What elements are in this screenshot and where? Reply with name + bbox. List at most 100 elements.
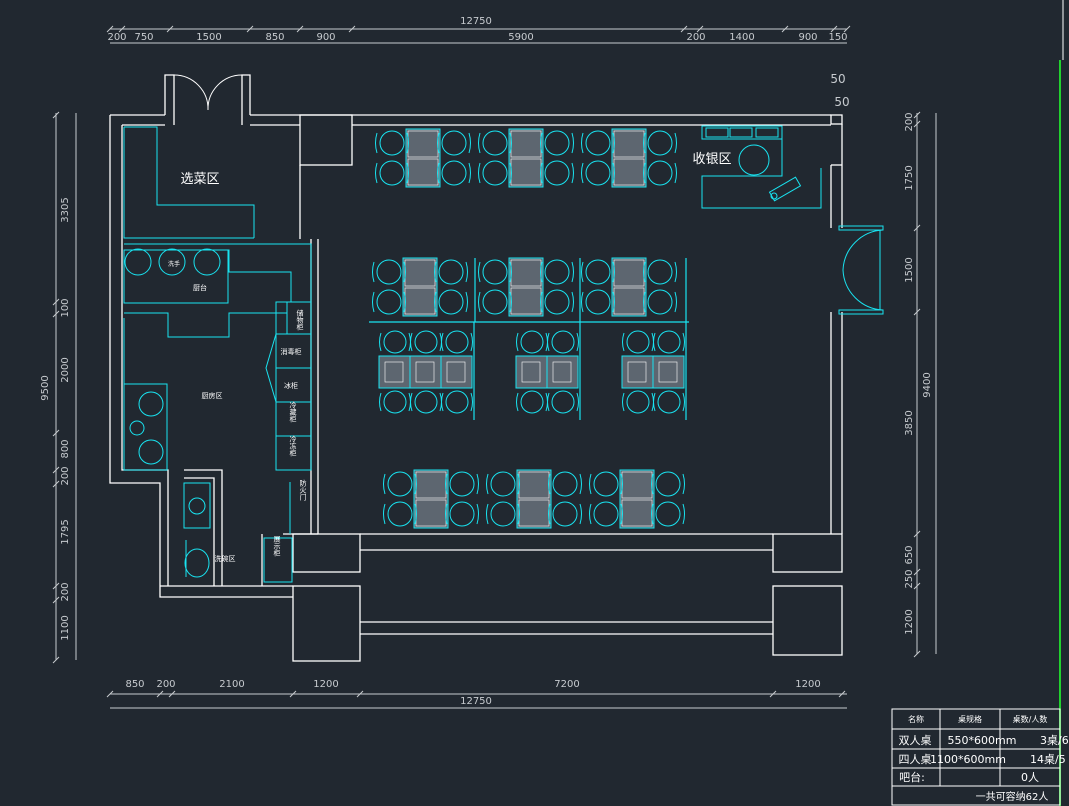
chair-back — [540, 132, 543, 154]
chair-back — [478, 132, 481, 154]
chair-back — [403, 261, 406, 283]
dimension-tick — [106, 690, 114, 698]
chair-back — [414, 473, 417, 495]
chair-back — [643, 261, 646, 283]
chair-back — [548, 503, 551, 525]
dim-top-10: 150 — [828, 32, 847, 43]
chair-back — [540, 261, 543, 283]
table — [409, 355, 442, 389]
cashier-counter — [701, 125, 822, 209]
dim-top-9: 900 — [798, 32, 817, 43]
chair — [593, 501, 619, 527]
chair-back — [517, 473, 520, 495]
dim-top-right-b: 50 — [834, 95, 849, 109]
chair-back — [476, 473, 479, 495]
chair-back — [571, 291, 574, 313]
dim-left-total: 9500 — [40, 375, 51, 400]
chair-back — [643, 291, 646, 313]
chair-back — [612, 291, 615, 313]
chair-back — [372, 261, 375, 283]
chair-back — [643, 162, 646, 184]
table — [508, 257, 544, 317]
chair-back — [571, 162, 574, 184]
table-setting — [521, 361, 541, 383]
legend-table: 名称 桌规格 桌数/人数 双人桌 550*600mm 3桌/6 四人桌 1100… — [891, 708, 1069, 806]
walls — [109, 74, 843, 662]
chair — [490, 501, 516, 527]
zone-hand-wash-label: 洗手 — [168, 260, 180, 268]
chair — [647, 259, 673, 285]
dimension-tick — [52, 111, 60, 119]
chair-back — [540, 162, 543, 184]
dimension-tick — [166, 25, 174, 33]
chair — [520, 390, 544, 414]
chair-back — [465, 261, 468, 283]
chair — [544, 160, 570, 186]
chair-back — [581, 261, 584, 283]
dining-partitions — [369, 258, 689, 420]
dim-top-3: 1500 — [196, 32, 221, 43]
chair-back — [445, 473, 448, 495]
dim-top-5: 900 — [316, 32, 335, 43]
dim-bot-3: 2100 — [219, 679, 244, 690]
chair — [379, 130, 405, 156]
chair-back — [470, 332, 473, 352]
chair — [449, 471, 475, 497]
dim-right-2: 1750 — [904, 165, 915, 190]
chair — [379, 160, 405, 186]
chair-back — [468, 132, 471, 154]
chair-back — [612, 162, 615, 184]
chair-back — [589, 473, 592, 495]
dimension-tick — [913, 224, 921, 232]
chair-back — [576, 332, 579, 352]
legend-header-count: 桌数/人数 — [1013, 714, 1048, 724]
kitchen-zone — [123, 126, 312, 583]
side-door — [838, 225, 884, 315]
sheet-frame — [1059, 0, 1064, 806]
dim-top-8: 1400 — [729, 32, 754, 43]
table — [405, 128, 441, 188]
chair — [626, 390, 650, 414]
dimension-lines — [52, 25, 937, 709]
zone-chef-table-label: 厨台 — [193, 283, 207, 292]
chair — [482, 259, 508, 285]
dim-bot-total: 12750 — [460, 696, 492, 707]
chair — [387, 471, 413, 497]
chair-back — [383, 473, 386, 495]
dimension-tick — [356, 690, 364, 698]
chair — [482, 289, 508, 315]
dimension-tick — [769, 690, 777, 698]
dim-top-1: 200 — [107, 32, 126, 43]
table — [440, 355, 473, 389]
legend-row-1-spec: 550*600mm — [948, 734, 1017, 747]
legend-header-name: 名称 — [908, 714, 924, 724]
dim-left-5: 200 — [60, 466, 71, 485]
chair-back — [470, 392, 473, 412]
chair-back — [434, 291, 437, 313]
zone-kitchen-label: 厨房区 — [202, 391, 223, 400]
chair-back — [682, 473, 685, 495]
table-setting — [415, 361, 435, 383]
chair-back — [478, 291, 481, 313]
chair-back — [581, 291, 584, 313]
dim-right-5: 650 — [904, 545, 915, 564]
legend-row-2-count: 14桌/5 — [1030, 753, 1066, 766]
table — [378, 355, 411, 389]
chair-back — [509, 162, 512, 184]
chair — [585, 160, 611, 186]
chair-back — [478, 261, 481, 283]
dim-right-6: 250 — [904, 569, 915, 588]
zone-dish-label: 洗碗区 — [215, 554, 236, 563]
dim-top-total: 12750 — [460, 16, 492, 27]
chair-back — [383, 503, 386, 525]
dining-furniture — [372, 128, 685, 529]
chair-back — [547, 332, 550, 352]
chair-back — [379, 332, 382, 352]
chair-back — [620, 503, 623, 525]
dim-top-2: 750 — [134, 32, 153, 43]
table — [402, 257, 438, 317]
dim-left-8: 1100 — [60, 615, 71, 640]
chair-back — [643, 132, 646, 154]
chair-back — [571, 261, 574, 283]
